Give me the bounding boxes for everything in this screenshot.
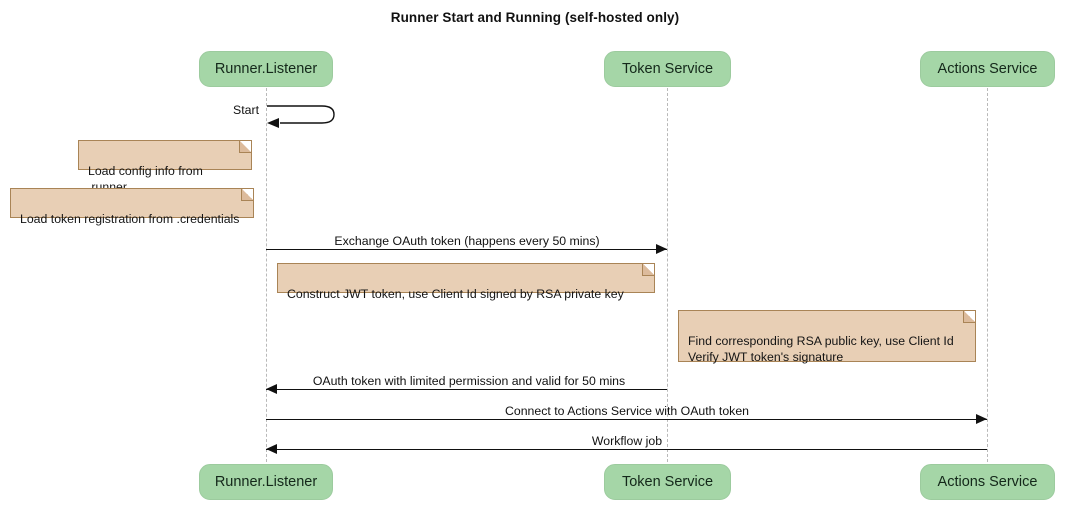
message-exchange-oauth-token-label: Exchange OAuth token (happens every 50 m… [334, 234, 600, 248]
participant-actions-service-bottom[interactable]: Actions Service [920, 464, 1055, 500]
message-oauth-token-reply-line[interactable] [266, 389, 667, 390]
self-message-path-icon [267, 105, 335, 128]
participant-label: Actions Service [937, 61, 1038, 77]
page-title: Runner Start and Running (self-hosted on… [390, 10, 680, 25]
message-start[interactable] [266, 101, 346, 133]
note-fold-corner-icon [239, 141, 251, 153]
lifeline-actions-service [987, 88, 988, 462]
participant-label: Runner.Listener [214, 61, 318, 77]
participant-actions-service-top[interactable]: Actions Service [920, 51, 1055, 87]
message-connect-actions-service-line[interactable] [266, 419, 987, 420]
note-fold-corner-icon [963, 311, 975, 323]
participant-label: Token Service [621, 474, 714, 490]
message-oauth-token-reply-label: OAuth token with limited permission and … [312, 374, 626, 388]
note-text: Construct JWT token, use Client Id signe… [287, 287, 624, 301]
lifeline-token-service [667, 88, 668, 462]
arrowhead-right-icon [976, 414, 987, 424]
participant-label: Actions Service [937, 474, 1038, 490]
participant-token-service-top[interactable]: Token Service [604, 51, 731, 87]
message-workflow-job-label: Workflow job [591, 434, 663, 448]
note-load-config: Load config info from .runner [78, 140, 252, 194]
message-workflow-job-line[interactable] [266, 449, 987, 450]
arrowhead-right-icon [656, 244, 667, 254]
participant-runner-listener-top[interactable]: Runner.Listener [199, 51, 333, 87]
arrowhead-left-icon [266, 384, 277, 394]
message-connect-actions-service-label: Connect to Actions Service with OAuth to… [504, 404, 750, 418]
note-construct-jwt: Construct JWT token, use Client Id signe… [277, 263, 655, 301]
note-fold-corner-icon [241, 189, 253, 201]
note-text: Find corresponding RSA public key, use C… [688, 334, 954, 364]
note-verify-jwt: Find corresponding RSA public key, use C… [678, 310, 976, 364]
lifeline-runner-listener [266, 88, 267, 462]
note-load-token-registration: Load token registration from .credential… [10, 188, 254, 226]
arrowhead-left-icon [266, 444, 277, 454]
message-exchange-oauth-token-line[interactable] [266, 249, 667, 250]
participant-label: Runner.Listener [214, 474, 318, 490]
note-fold-corner-icon [642, 264, 654, 276]
participant-label: Token Service [621, 61, 714, 77]
note-text: Load token registration from .credential… [20, 212, 240, 226]
participant-token-service-bottom[interactable]: Token Service [604, 464, 731, 500]
participant-runner-listener-bottom[interactable]: Runner.Listener [199, 464, 333, 500]
message-start-label: Start [233, 103, 259, 117]
